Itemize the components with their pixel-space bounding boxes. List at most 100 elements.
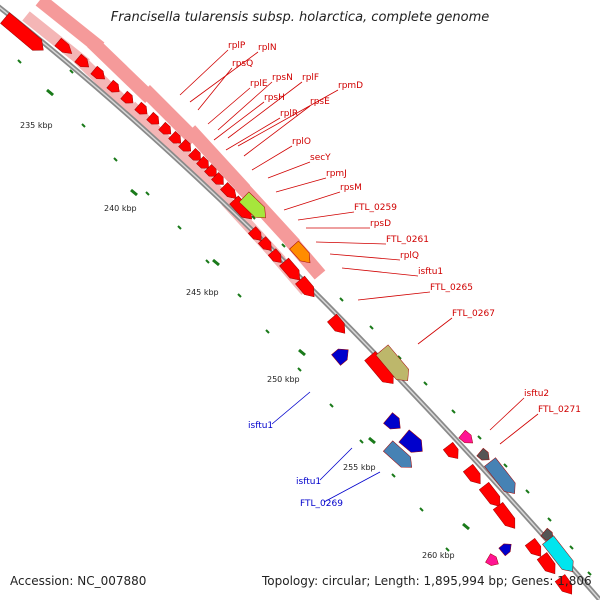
gene-arrow-blue [383, 412, 401, 430]
scale-dot [423, 381, 428, 386]
gene-label: FTL_0265 [430, 283, 473, 293]
gene-arrow [204, 164, 217, 177]
leader-line [329, 253, 401, 261]
leader-line [275, 177, 327, 193]
gene-arrow-cyan [542, 535, 574, 572]
gene-label: rpsD [370, 219, 391, 229]
gene-label: FTL_0261 [386, 235, 429, 245]
scale-tick [145, 191, 150, 196]
gene-label: FTL_0259 [354, 203, 397, 213]
scale-tick [177, 225, 182, 230]
gene-arrow [168, 130, 182, 144]
gene-label: rpmD [338, 81, 363, 91]
leader-line [197, 67, 233, 111]
gene-arrow [267, 248, 282, 263]
gene-label: FTL_0267 [452, 309, 495, 319]
gene-label: rplQ [400, 251, 419, 261]
gene-label: rplO [292, 137, 311, 147]
gene-label-blue: isftu1 [248, 421, 273, 431]
scale-tick [297, 367, 302, 372]
gene-label-blue: isftu1 [296, 477, 321, 487]
scale-ticks [17, 59, 470, 552]
gene-arrow-gray [476, 447, 490, 461]
scale-dot [587, 571, 592, 576]
gene-arrow [247, 226, 262, 241]
gene-arrow-pink [458, 429, 474, 444]
gene-arrow [279, 257, 301, 281]
scale-tick [359, 439, 364, 444]
gene-arrow [158, 121, 172, 135]
gene-label: rpsH [264, 93, 285, 103]
gene-label: rpsM [340, 183, 362, 193]
scale-label: 260 kbp [422, 551, 455, 560]
scale-tick [205, 259, 210, 264]
gene-label: isftu2 [524, 389, 549, 399]
leader-line [217, 81, 273, 131]
gene-label: rplP [228, 41, 246, 51]
scale-dot [477, 435, 482, 440]
gene-arrow-orange [289, 240, 311, 264]
scale-dot [569, 545, 574, 550]
scale-tick-major [130, 188, 138, 197]
gene-arrow [178, 138, 192, 152]
scale-label: 250 kbp [267, 375, 300, 384]
scale-dot [525, 489, 530, 494]
gene-label: rpmJ [326, 169, 347, 179]
leader-line [207, 87, 251, 125]
scale-dot [369, 325, 374, 330]
gene-label: rpsE [310, 97, 330, 107]
leader-line [243, 105, 311, 157]
scale-tick [17, 59, 22, 64]
scale-tick [237, 293, 242, 298]
gene-label: FTL_0271 [538, 405, 581, 415]
gene-label: rplN [258, 43, 277, 53]
gene-arrow [188, 148, 201, 161]
leader-line [417, 317, 453, 345]
scale-tick [113, 157, 118, 162]
scale-dot [281, 243, 286, 248]
leader-line [283, 191, 341, 211]
scale-tick [391, 473, 396, 478]
leader-line [499, 413, 539, 445]
leader-line [315, 241, 387, 245]
gene-band-inner [22, 11, 90, 69]
gene-label-blue: FTL_0269 [300, 499, 343, 509]
leader-line [297, 211, 355, 221]
gene-arrow-steelblue [382, 440, 413, 468]
gene-band-inner [73, 53, 141, 119]
label-leaders [179, 49, 539, 503]
gene-arrow [478, 481, 501, 507]
gene-arrow [442, 441, 459, 459]
gene-arrow [120, 90, 134, 104]
gene-arrow-blue [498, 543, 512, 557]
gene-band [87, 36, 155, 104]
scale-label: 255 kbp [343, 463, 376, 472]
gene-arrow [196, 156, 209, 169]
scale-dot [397, 355, 402, 360]
gene-arrow [327, 313, 346, 334]
gene-label: rplF [302, 73, 319, 83]
scale-tick-major [298, 348, 306, 357]
scale-label: 245 kbp [186, 288, 219, 297]
scale-dot [339, 297, 344, 302]
scale-tick [419, 507, 424, 512]
gene-label: isftu1 [418, 267, 443, 277]
scale-tick [81, 123, 86, 128]
leader-line [267, 161, 311, 179]
scale-dot [69, 69, 74, 74]
accession-text: Accession: NC_007880 [10, 574, 147, 588]
scale-tick-major [462, 522, 470, 531]
gene-label: rpsQ [232, 59, 253, 69]
gene-arrow-pink [485, 553, 499, 566]
leader-line [179, 49, 229, 96]
leader-line-blue [271, 391, 311, 425]
topology-text: Topology: circular; Length: 1,895,994 bp… [262, 574, 592, 588]
gene-arrow [524, 538, 542, 557]
leader-line [189, 51, 259, 103]
leader-line-blue [323, 471, 381, 503]
